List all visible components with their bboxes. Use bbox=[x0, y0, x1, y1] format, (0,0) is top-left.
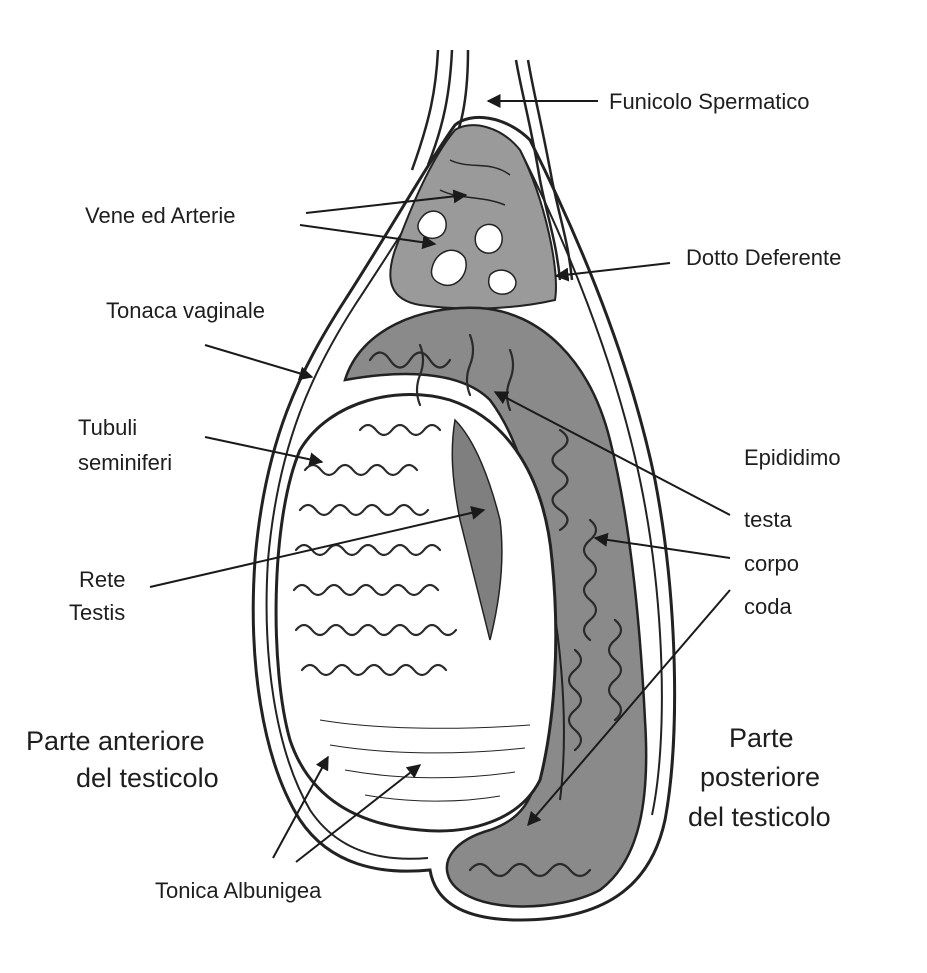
label-rete-2: Testis bbox=[69, 600, 125, 625]
label-epididimo: Epididimo bbox=[744, 445, 841, 470]
label-tonaca-vaginale: Tonaca vaginale bbox=[106, 298, 265, 323]
label-corpo: corpo bbox=[744, 551, 799, 576]
label-tonica-albunigea: Tonica Albunigea bbox=[155, 878, 322, 903]
label-posteriore-3: del testicolo bbox=[688, 802, 831, 832]
spermatic-cord bbox=[410, 49, 574, 281]
testis-body bbox=[274, 333, 558, 833]
seminiferous-tubules bbox=[292, 333, 515, 677]
vessels-plexus bbox=[389, 124, 557, 310]
outer-tunica bbox=[251, 115, 677, 922]
label-vene-arterie: Vene ed Arterie bbox=[85, 203, 235, 228]
label-posteriore-2: posteriore bbox=[700, 762, 820, 792]
label-funicolo: Funicolo Spermatico bbox=[609, 89, 810, 114]
label-tubuli-1: Tubuli bbox=[78, 415, 137, 440]
epididymis bbox=[343, 306, 648, 908]
label-testa: testa bbox=[744, 507, 792, 532]
label-posteriore-1: Parte bbox=[729, 723, 794, 753]
leader-lines bbox=[149, 94, 731, 863]
label-anteriore-1: Parte anteriore bbox=[26, 726, 205, 756]
label-rete-1: Rete bbox=[79, 567, 125, 592]
label-tubuli-2: seminiferi bbox=[78, 450, 172, 475]
label-dotto-deferente: Dotto Deferente bbox=[686, 245, 841, 270]
label-anteriore-2: del testicolo bbox=[76, 763, 219, 793]
label-coda: coda bbox=[744, 594, 792, 619]
